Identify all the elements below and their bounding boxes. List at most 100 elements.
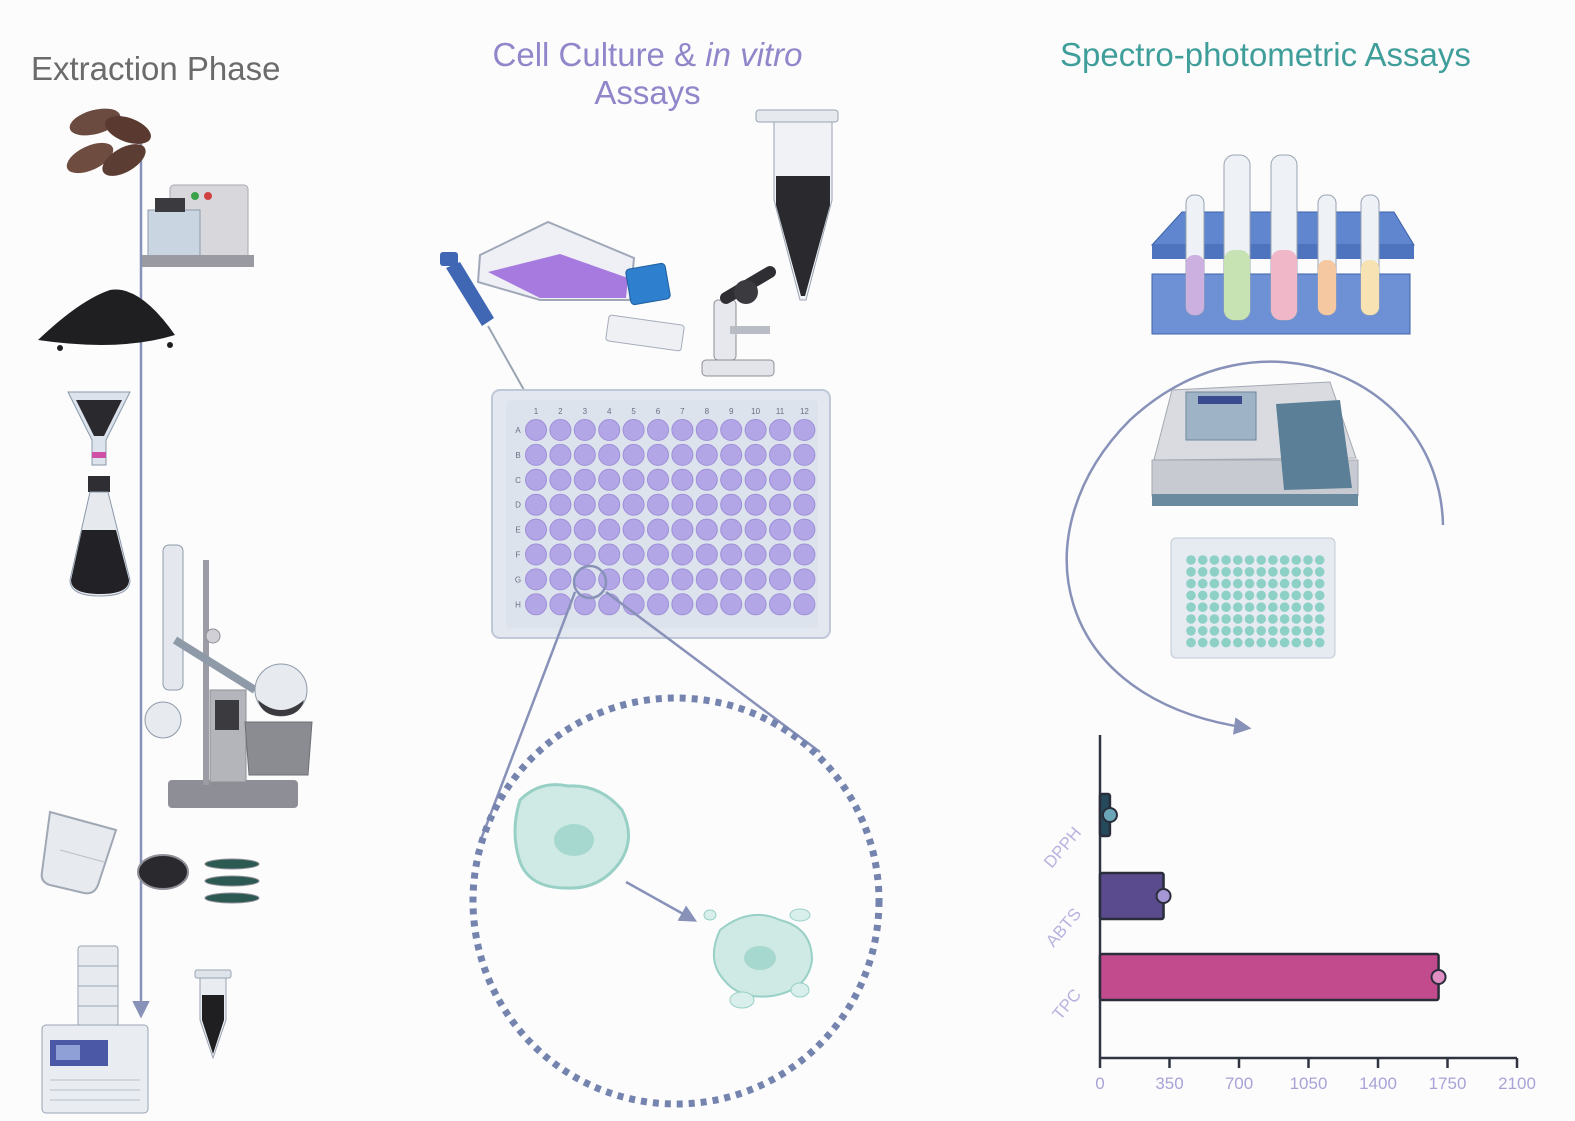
bar-abts (1098, 871, 1165, 921)
petri-dish-icon (137, 854, 260, 904)
small-plate-well (1209, 614, 1220, 624)
small-plate-well (1279, 626, 1290, 636)
small-plate-well (1197, 555, 1208, 565)
small-plate-well (1303, 567, 1313, 577)
flow-arc (1065, 360, 1445, 735)
small-plate-well (1256, 637, 1266, 648)
plate-well (744, 543, 767, 566)
spectrophotometer-icon (1151, 381, 1359, 506)
plate-column-label: 11 (776, 407, 785, 416)
powder-pile-icon (38, 289, 175, 351)
plate-well (720, 468, 743, 491)
small-plate-well (1221, 567, 1231, 577)
plate-well (744, 419, 767, 441)
tube-icon (194, 969, 232, 1060)
plate-column-label: 1 (534, 407, 539, 416)
plate-well (647, 543, 669, 566)
small-plate-well (1291, 614, 1302, 624)
pipette-icon (440, 252, 525, 391)
plate-well (598, 468, 621, 491)
small-plate-well (1244, 637, 1255, 648)
small-plate-well (1244, 614, 1255, 624)
small-plate-well (1221, 590, 1231, 601)
plate-well (793, 419, 816, 441)
plate-row-label: H (515, 600, 521, 609)
plate-well (720, 518, 743, 541)
small-plate-well (1291, 567, 1302, 577)
small-plate-well (1256, 555, 1266, 565)
culture-flask-icon (476, 220, 671, 306)
small-plate-well (1197, 602, 1208, 612)
plate-well (793, 568, 816, 591)
small-plate-well (1186, 567, 1196, 577)
plate-well (671, 593, 694, 616)
small-plate-well (1197, 590, 1208, 601)
small-plate-well (1186, 578, 1196, 589)
small-plate-well (1244, 567, 1255, 577)
small-plate-well (1303, 626, 1313, 636)
plate-well (622, 518, 645, 541)
plate-well (549, 493, 572, 516)
zoom-callout (469, 564, 883, 1108)
small-plate-well (1209, 626, 1220, 636)
hemocytometer-icon (605, 314, 685, 352)
plate-well (695, 419, 718, 441)
plate-well (573, 419, 596, 441)
small-plate-well (1268, 602, 1278, 612)
small-plate-well (1314, 567, 1325, 577)
small-plate-well (1221, 614, 1231, 624)
category-label: TPC (1049, 985, 1085, 1023)
plate-column-label: 8 (705, 407, 710, 416)
plate-well (720, 493, 743, 516)
small-plate-well (1256, 602, 1266, 612)
plate-well (647, 443, 669, 466)
small-well-plate (1170, 537, 1336, 659)
small-plate-well (1268, 555, 1278, 565)
small-plate-well (1197, 578, 1208, 589)
cell-culture-heading-italic: in vitro (705, 36, 803, 73)
x-tick-label: 350 (1155, 1074, 1183, 1093)
plate-well (695, 543, 718, 566)
plate-well (695, 593, 718, 616)
plate-well (793, 443, 816, 466)
small-plate-well (1279, 567, 1290, 577)
x-tick-label: 0 (1095, 1074, 1104, 1093)
plate-well (549, 568, 572, 591)
small-plate-well (1186, 626, 1196, 636)
plate-row-label: F (516, 551, 521, 560)
small-plate-well (1233, 614, 1243, 624)
small-plate-well (1279, 614, 1290, 624)
small-plate-well (1256, 614, 1266, 624)
small-plate-well (1291, 602, 1302, 612)
data-point-tpc (1430, 969, 1447, 985)
plate-well (769, 543, 791, 566)
small-plate-well (1186, 602, 1196, 612)
small-plate-well (1303, 602, 1313, 612)
small-plate-well (1314, 626, 1325, 636)
small-plate-well (1314, 602, 1325, 612)
small-plate-well (1279, 578, 1290, 589)
plate-well (695, 493, 718, 516)
small-plate-well (1291, 637, 1302, 648)
plate-well (793, 593, 816, 616)
plate-column-label: 9 (729, 407, 734, 416)
plate-well (573, 468, 596, 491)
plate-well (549, 468, 572, 491)
small-plate-well (1314, 637, 1325, 648)
plate-column-label: 4 (607, 407, 612, 416)
plate-well (598, 419, 621, 441)
x-tick-label: 1750 (1429, 1074, 1467, 1093)
spectro-assays-heading: Spectro-photometric Assays (1060, 36, 1471, 73)
small-plate-well (1197, 626, 1208, 636)
plate-well (598, 543, 621, 566)
small-plate-well (1233, 578, 1243, 589)
plate-well (695, 468, 718, 491)
small-plate-well (1291, 590, 1302, 601)
plate-well (769, 419, 791, 441)
small-plate-well (1279, 555, 1290, 565)
plate-well (769, 443, 791, 466)
funnel-flask-icon (67, 391, 131, 597)
small-plate-well (1279, 602, 1290, 612)
rotary-evaporator-icon (144, 544, 313, 808)
plate-well (622, 568, 645, 591)
